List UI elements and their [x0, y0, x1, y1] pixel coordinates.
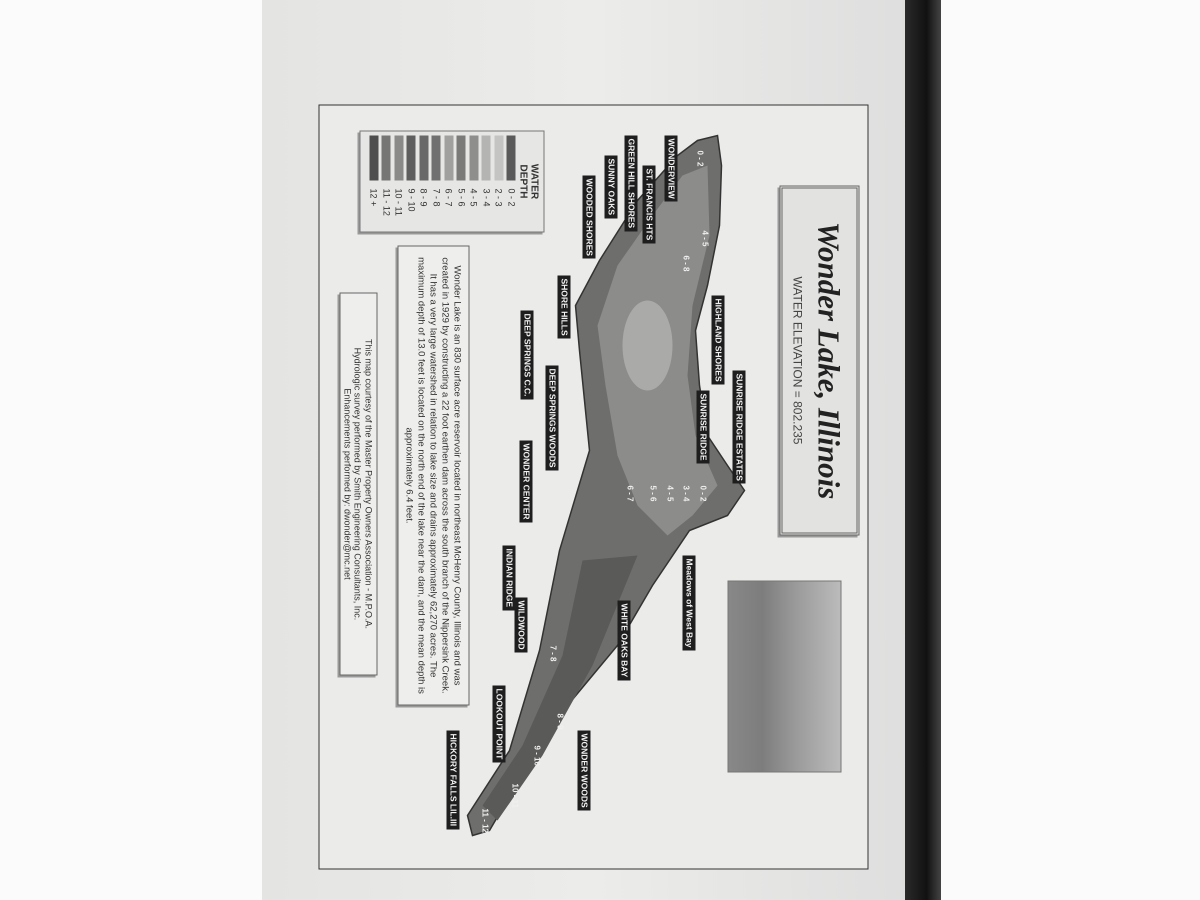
legend-range: 3 - 4 — [481, 188, 492, 207]
place-label: HIGHLAND SHORES — [711, 295, 725, 385]
place-label: DEEP SPRINGS C.C. — [520, 310, 534, 400]
legend-range: 8 - 9 — [418, 188, 429, 207]
legend-swatch — [506, 135, 516, 181]
legend-swatch — [419, 135, 429, 181]
legend-range: 0 - 2 — [506, 188, 517, 207]
aerial-photo — [727, 580, 842, 773]
depth-label: 10 - 11 — [510, 783, 520, 808]
legend-swatch — [369, 135, 379, 181]
place-label: WOODED SHORES — [582, 175, 596, 259]
legend-swatch — [456, 135, 466, 181]
legend-item: 9 - 10 — [405, 135, 418, 228]
place-label: DEEP SPRINGS WOODS — [545, 365, 559, 471]
credit-line: Hydrologic survey performed by Smith Eng… — [353, 347, 363, 621]
depth-label: 0 - 2 — [698, 485, 708, 502]
place-label: ST. FRANCIS HTS — [642, 165, 656, 244]
lake-shape — [466, 134, 746, 837]
depth-label: 9 - 10 — [532, 745, 542, 766]
place-label: WONDER CENTER — [519, 440, 533, 523]
legend-item: 2 - 3 — [493, 135, 506, 228]
legend-item: 7 - 8 — [430, 135, 443, 228]
depth-label: 8 - 9 — [555, 713, 565, 730]
legend-swatch — [406, 135, 416, 181]
legend-range: 4 - 5 — [468, 188, 479, 207]
legend-item: 12 + — [368, 135, 381, 228]
place-label: LOOKOUT POINT — [492, 685, 506, 763]
table-edge — [905, 0, 941, 900]
south-channel — [482, 555, 638, 821]
legend-range: 10 - 11 — [393, 188, 404, 216]
legend-range: 12 + — [368, 188, 379, 207]
credit-line: This map courtesy of the Master Property… — [363, 339, 374, 629]
place-label: WONDER WOODS — [577, 730, 591, 811]
legend-item: 5 - 6 — [455, 135, 468, 228]
legend-swatch — [381, 135, 391, 181]
depth-label: 3 - 4 — [681, 485, 691, 502]
depth-label: 6 - 8 — [681, 255, 691, 272]
place-label: GREEN HILL SHORES — [624, 135, 638, 232]
legend-item: 8 - 9 — [418, 135, 431, 228]
depth-label: 4 - 5 — [665, 485, 675, 502]
legend-swatch — [431, 135, 441, 181]
legend-range: 6 - 7 — [443, 188, 454, 207]
depth-label: 6 - 7 — [625, 485, 635, 502]
depth-label: 0 - 2 — [695, 150, 705, 167]
water-elevation: WATER ELEVATION = 802.235 — [790, 276, 805, 445]
map-title: Wonder Lake, Illinois — [811, 221, 847, 500]
title-box: Wonder Lake, Illinois WATER ELEVATION = … — [779, 185, 860, 536]
legend-range: 2 - 3 — [493, 188, 504, 207]
place-label: WONDERVIEW — [664, 135, 678, 202]
legend-swatch — [481, 135, 491, 181]
legend-item: 6 - 7 — [443, 135, 456, 228]
legend-swatch — [469, 135, 479, 181]
place-label: SUNNY OAKS — [604, 155, 618, 219]
place-label: Meadows of West Bay — [682, 555, 696, 651]
legend-item: 11 - 12 — [380, 135, 393, 228]
lake-center-zone — [622, 300, 673, 391]
legend-range: 9 - 10 — [406, 188, 417, 212]
legend-swatch — [394, 135, 404, 181]
legend-range: 5 - 6 — [456, 188, 467, 207]
lake-description: Wonder Lake is an 830 surface acre reser… — [397, 245, 470, 706]
legend-item: 3 - 4 — [480, 135, 493, 228]
depth-label: 4 - 5 — [700, 230, 710, 247]
map-credits: This map courtesy of the Master Property… — [339, 292, 378, 676]
place-label: SHORE HILLS — [557, 275, 571, 339]
legend-item: 10 - 11 — [393, 135, 406, 228]
legend-item: 4 - 5 — [468, 135, 481, 228]
place-label: WHITE OAKS BAY — [617, 600, 631, 681]
lake-map: Wonder Lake, Illinois WATER ELEVATION = … — [318, 104, 869, 870]
legend-swatch — [444, 135, 454, 181]
depth-label: 5 - 6 — [648, 485, 658, 502]
legend-item: 0 - 2 — [505, 135, 518, 228]
depth-label: 7 - 8 — [548, 645, 558, 662]
legend-range: 7 - 8 — [431, 188, 442, 207]
place-label: SUNRISE RIDGE — [696, 390, 710, 464]
place-label: WILDWOOD — [514, 597, 528, 653]
place-label: HICKORY FALLS LIL.III — [446, 730, 460, 830]
credit-line: Enhancements performed by: dwonder@mc.ne… — [342, 388, 353, 580]
place-label: SUNRISE RIDGE ESTATES — [732, 370, 746, 484]
legend-range: 11 - 12 — [381, 188, 392, 216]
depth-label: 11 - 12 — [480, 808, 490, 833]
legend-swatch — [494, 135, 504, 181]
